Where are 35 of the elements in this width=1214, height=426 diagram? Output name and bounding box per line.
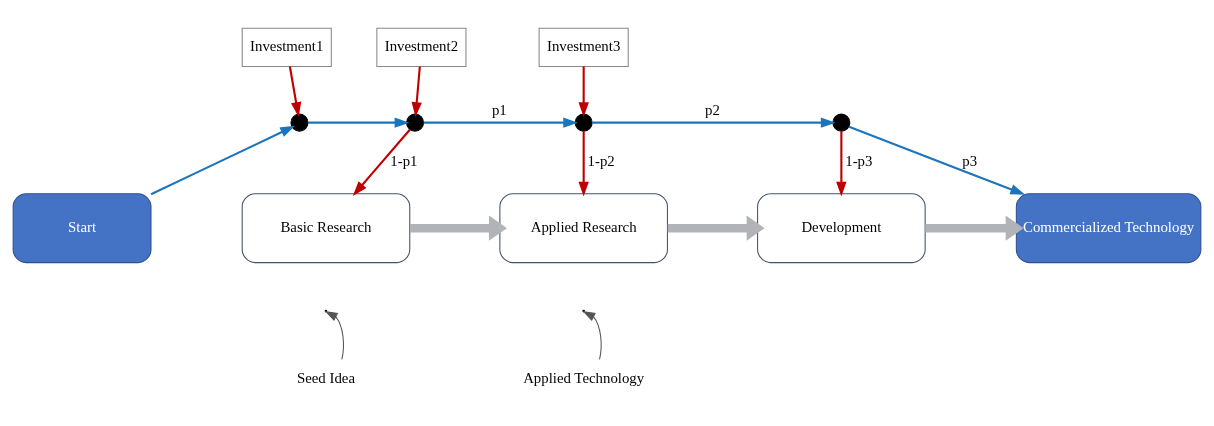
node-circle <box>290 113 309 132</box>
node-box: Start <box>12 193 152 264</box>
arrow <box>150 125 296 196</box>
node-box: Basic Research <box>241 193 411 264</box>
node-text: Seed Idea <box>296 369 355 386</box>
node-box: Investment3 <box>538 27 629 67</box>
node-text: Applied Technology <box>523 369 645 386</box>
node-circle <box>574 113 593 132</box>
node-box: Development <box>757 193 926 264</box>
edge-label: p3 <box>962 153 978 170</box>
edge-label: 1-p3 <box>845 153 873 170</box>
arrow <box>582 311 602 360</box>
edge-label: p1 <box>491 102 507 119</box>
arrow <box>578 66 589 118</box>
arrow <box>411 66 422 118</box>
node-box: Investment2 <box>376 27 467 67</box>
arrow <box>836 131 847 197</box>
arrow <box>578 131 589 197</box>
edge-label: p2 <box>705 102 720 119</box>
arrow <box>410 215 507 241</box>
arrow <box>925 215 1024 241</box>
arrow <box>667 215 765 241</box>
arrow <box>423 117 579 128</box>
arrow <box>592 117 836 128</box>
arrow <box>288 66 302 118</box>
node-box: Investment1 <box>241 27 332 67</box>
arrow <box>352 128 411 196</box>
arrow <box>308 117 410 128</box>
node-circle <box>406 113 425 132</box>
node-circle <box>832 113 851 132</box>
edge-label: 1-p2 <box>587 153 615 170</box>
node-box: Commercialized Technology <box>1015 193 1202 264</box>
edge-label: 1-p1 <box>390 153 418 170</box>
node-box: Applied Research <box>499 193 668 264</box>
arrow <box>848 125 1026 195</box>
